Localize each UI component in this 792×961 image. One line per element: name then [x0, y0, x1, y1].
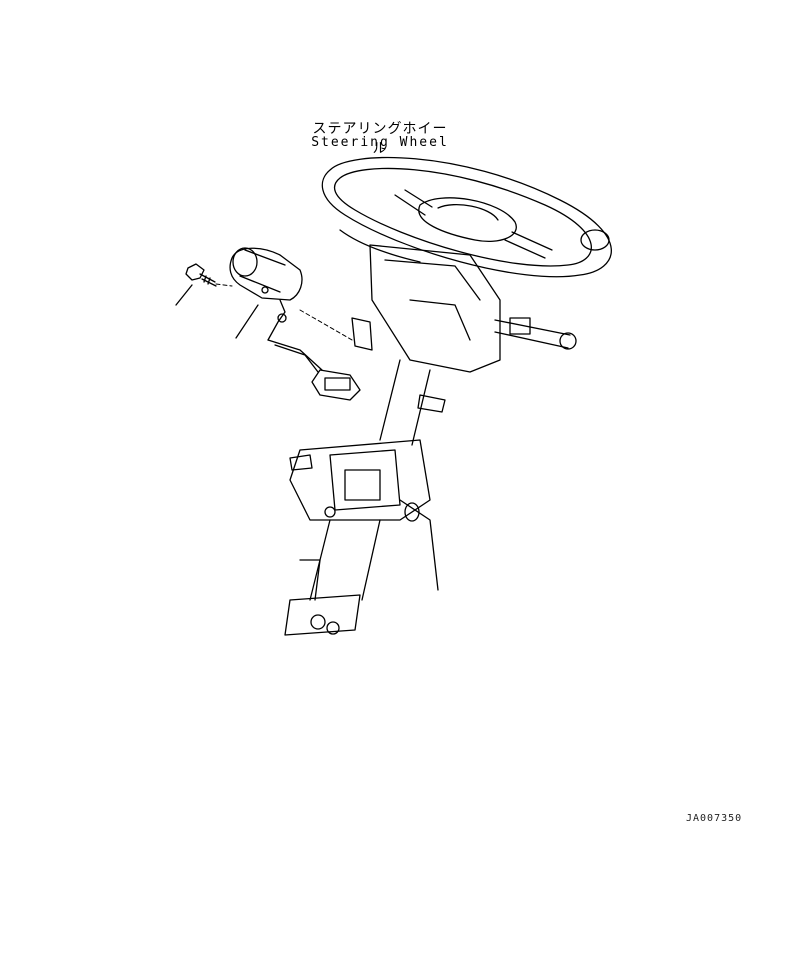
- column-shroud: [351, 244, 577, 373]
- drawing-code: JA007350: [686, 813, 743, 824]
- assembly-line: [299, 309, 353, 341]
- ignition-switch: [229, 247, 361, 401]
- leader-line-switch: [235, 304, 259, 339]
- steering-column: [284, 359, 446, 636]
- steering-wheel: [321, 156, 612, 278]
- leader-line-bolt: [175, 284, 193, 306]
- steering-wheel-label-en: Steering Wheel: [311, 135, 449, 150]
- steering-wheel-label-jp: ステアリングホイール: [312, 121, 448, 157]
- mounting-bolt: [185, 263, 233, 287]
